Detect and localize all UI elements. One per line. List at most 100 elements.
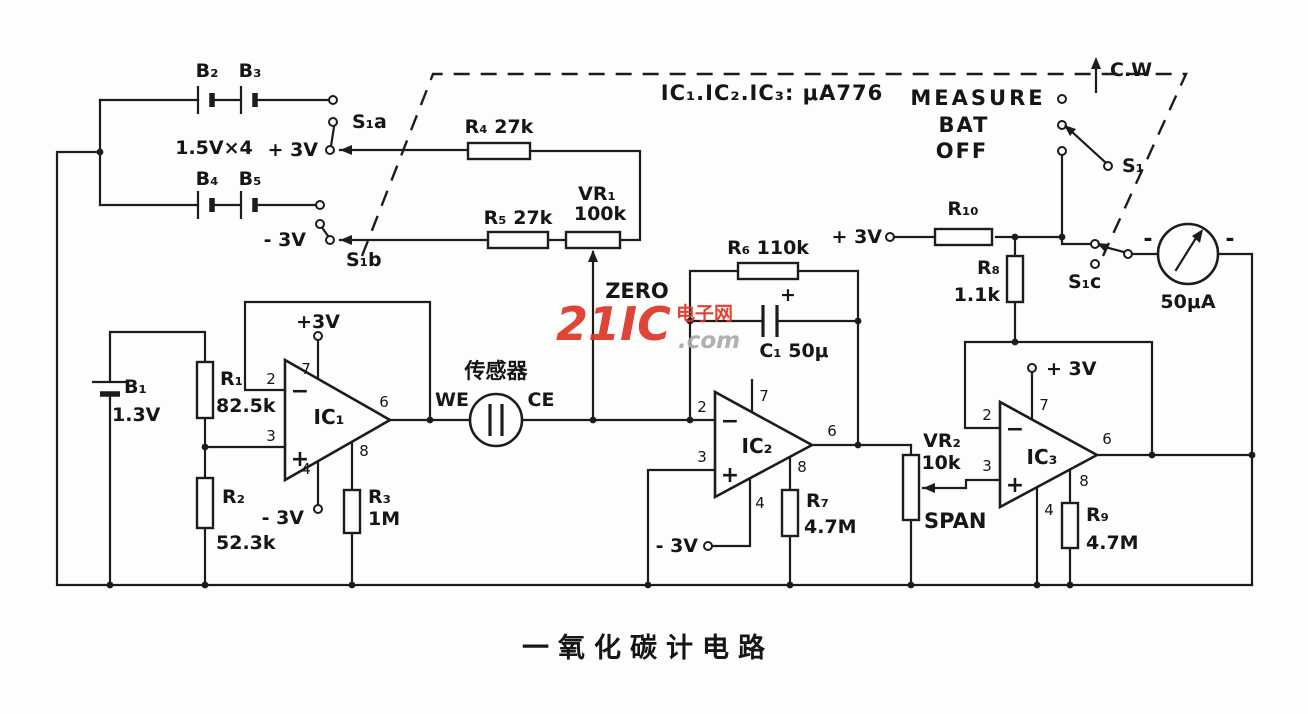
switch-pivot [1103,161,1113,171]
label-off: OFF [936,139,989,163]
switch-s1a: + 3V S₁a [268,95,470,161]
label-vr1: VR₁ [578,183,616,205]
switch-s1b: - 3V S₁b [264,200,490,271]
label-ce: CE [528,389,555,411]
opamp-triangle [998,399,1100,510]
pin-4: 4 [301,460,311,478]
junction-dot [854,441,862,449]
resistor-r2 [195,476,215,530]
label-zero: ZERO [605,279,669,303]
terminal-plus3v [325,145,335,155]
resistor-r1 [195,360,215,420]
junction-dot [348,581,356,589]
label-r1: R₁ [220,368,243,390]
arrowhead [923,483,935,493]
label-r2: R₂ [222,486,245,508]
label-minus3v-ic1: - 3V [262,507,305,529]
junction-dot [854,317,862,325]
arrowhead [1192,229,1203,243]
label-ic-types: IC₁.IC₂.IC₃: μA776 [661,81,883,105]
reference-divider: B₁ 1.3V R₁ 82.5k R₂ 52.3k [92,330,287,587]
label-bat: BAT [939,113,990,137]
resistor-r3 [342,488,362,535]
label-plus3v: + 3V [268,139,319,161]
resistor-r9 [1060,501,1080,550]
feedback-wire [243,300,432,422]
label-c1: C₁ 50μ [759,340,828,362]
junction-dot [106,581,114,589]
wire-segment [1030,370,1254,587]
label-r8-value: 1.1k [954,284,1001,306]
junction-dot [686,416,694,424]
label-b5: B₅ [239,168,262,190]
label-vr2-value: 10k [921,452,960,474]
opamp-plus-input: + [291,447,309,472]
resistor-r4 [466,141,532,161]
watermark-cn: 电子网 [676,302,733,325]
pin-3: 3 [982,457,992,475]
arrowhead [340,235,352,245]
label-r6: R₆ 110k [727,237,809,259]
arrowhead [1091,57,1101,69]
pin-7: 7 [759,387,769,405]
switch-contact [1090,259,1100,269]
label-meter-range: 50μA [1160,291,1215,313]
junction-dot [201,443,209,451]
junction-dots [96,148,1256,589]
label-ic1: IC₁ [314,405,345,429]
pin-8: 8 [797,458,807,476]
wire-segment [892,153,1093,246]
label-minus3v-ic2: - 3V [656,535,699,557]
label-s1c: S₁c [1068,271,1101,293]
opamp-triangle [283,357,393,483]
battery-bank: B₂ B₃ 1.5V×4 B₄ B₅ [98,60,331,219]
junction-dot [907,581,915,589]
arrowhead [1064,125,1076,136]
gas-sensor: 传感器 WE CE [435,359,717,448]
junction-dot [96,148,104,156]
junction-dot [1033,581,1041,589]
resistor-r8 [1005,254,1025,304]
terminal-minus3v [313,504,323,514]
label-r4: R₄ 27k [465,116,534,138]
meter-feed-network: + 3V R₁₀ R₈ 1.1k [832,153,1093,344]
capacitor-polarity: + [780,284,796,306]
label-b4: B₄ [196,168,219,190]
label-r2-value: 52.3k [216,532,276,554]
pin-6: 6 [1102,430,1112,448]
label-b3: B₃ [239,60,262,82]
pin-6: 6 [379,393,389,411]
terminal-minus3v [703,541,713,551]
label-r1-value: 82.5k [216,395,276,417]
arrowhead [588,250,598,262]
pin-8: 8 [359,442,369,460]
resistor-r10 [933,227,994,247]
label-b1-voltage: 1.3V [112,404,161,426]
label-ic2: IC₂ [742,434,773,458]
pin-3: 3 [697,448,707,466]
switch-pivot [1123,249,1133,259]
opamp-minus-input: − [291,379,309,404]
switch-contact [328,117,338,127]
switch-s1-main: MEASURE BAT OFF C.W S₁ [910,57,1152,177]
label-plus3v-ic3: + 3V [1046,358,1097,380]
pin-8: 8 [1079,472,1089,490]
junction-dot [644,581,652,589]
sensor-body [468,392,524,448]
switch-wiper [1068,128,1108,165]
arrowhead [1097,243,1109,252]
watermark: 21IC 电子网 .com [556,297,740,354]
label-plus3v-ic1: +3V [296,311,340,333]
meter-polarity-right: - [1225,227,1234,252]
meter-body [1156,222,1220,286]
pin-4: 4 [1044,501,1054,519]
label-battery-bank-voltage: 1.5V×4 [175,137,253,159]
label-minus3v: - 3V [264,229,307,251]
pin-7: 7 [301,360,311,378]
label-plus3v-r10: + 3V [832,226,883,248]
arrowhead [340,145,352,155]
junction-dot [426,416,434,424]
junction-dot [1011,338,1019,346]
switch-contact [1090,239,1100,249]
